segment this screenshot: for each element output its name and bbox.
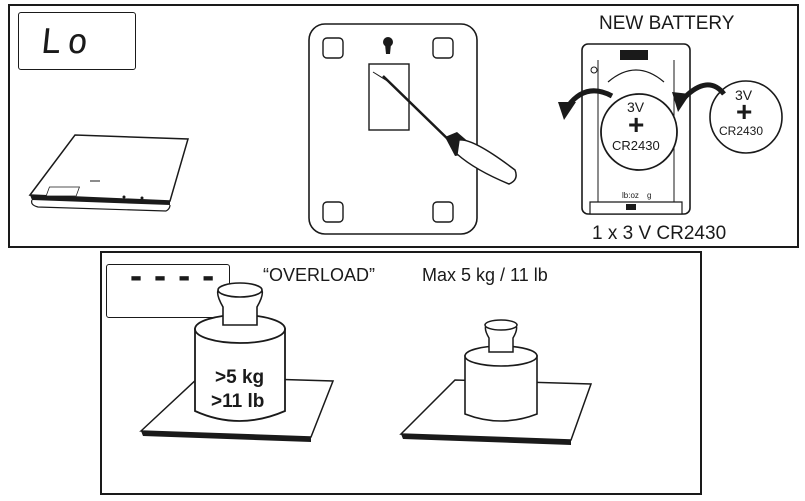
new-battery-heading: NEW BATTERY — [599, 13, 735, 34]
overload-label: “OVERLOAD” — [263, 265, 376, 285]
overload-weight-kg: >5 kg — [215, 367, 265, 388]
installed-battery-voltage: 3V — [627, 99, 645, 115]
insert-battery-arrow-icon — [672, 82, 726, 112]
battery-spec-caption: 1 x 3 V CR2430 — [592, 223, 727, 244]
unit-switch-right-label: g — [647, 191, 652, 200]
lo-display-text: Lo — [38, 22, 97, 62]
overloaded-scale-illustration — [139, 282, 335, 442]
installed-battery-polarity: + — [628, 109, 645, 140]
unit-switch-left-label: lb:oz — [622, 191, 639, 200]
installed-battery-icon — [600, 93, 678, 171]
max-capacity-label: Max 5 kg / 11 lb — [422, 265, 548, 285]
lo-display: Lo — [18, 12, 136, 70]
remove-battery-arrow-icon — [558, 88, 614, 120]
installed-battery-model: CR2430 — [612, 138, 660, 153]
overload-display: ---- — [106, 260, 230, 318]
kitchen-scale-illustration — [28, 134, 189, 212]
overload-weight-lb: >11 lb — [211, 391, 265, 412]
new-battery-polarity: + — [736, 96, 753, 127]
scale-bottom-view — [308, 23, 517, 235]
overload-display-text: ---- — [127, 260, 224, 295]
new-battery-voltage: 3V — [735, 87, 753, 103]
new-battery-model: CR2430 — [719, 124, 764, 138]
normal-load-scale-illustration — [399, 319, 593, 445]
new-battery-icon — [709, 80, 783, 154]
